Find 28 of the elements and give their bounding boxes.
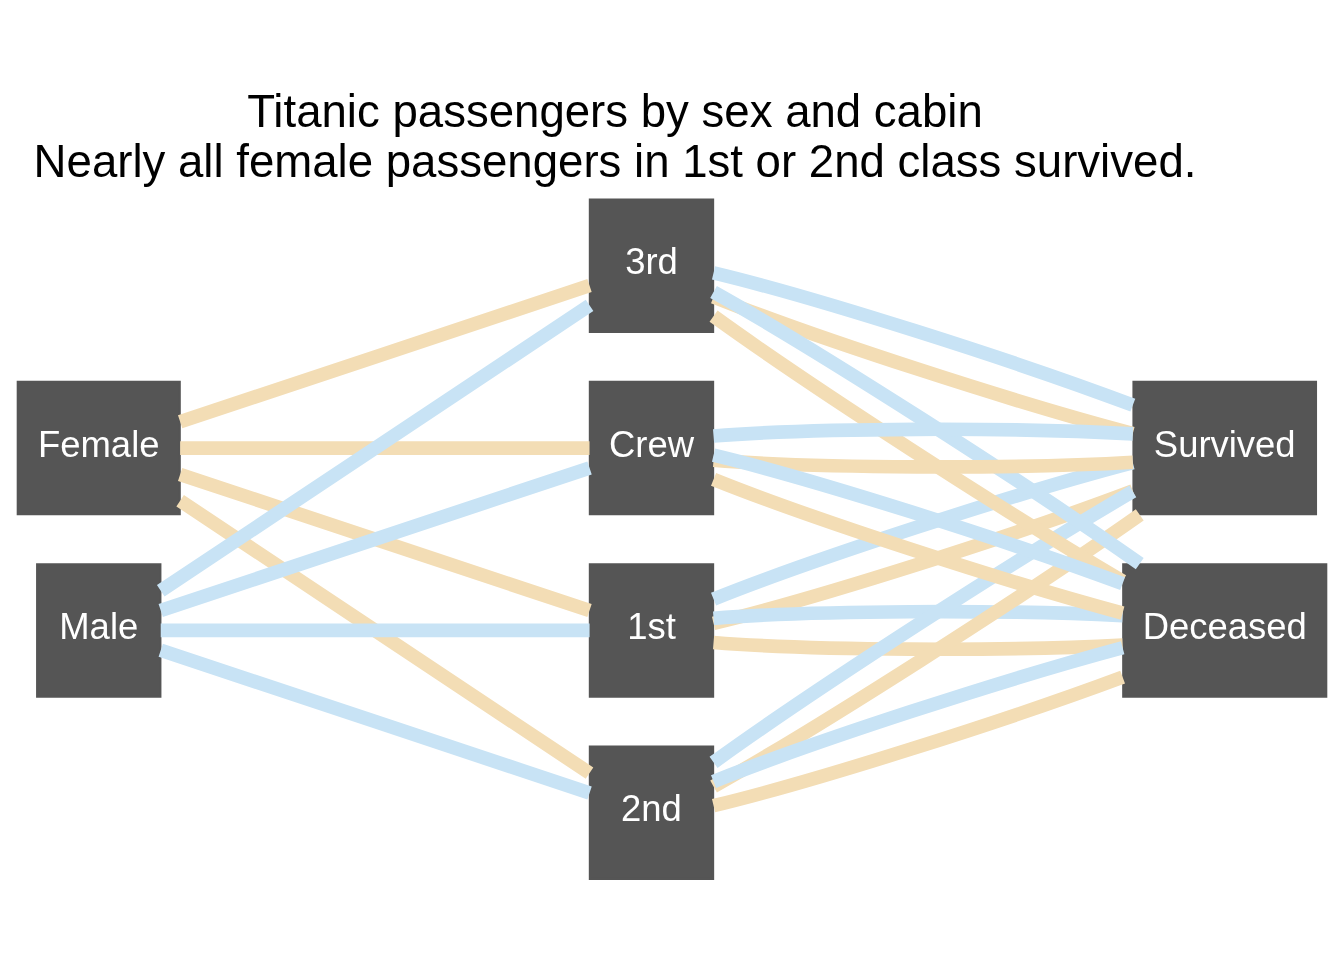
- connector: [178, 279, 592, 429]
- connector: [711, 266, 1136, 412]
- node-box: Deceased: [1122, 563, 1328, 698]
- connector: [711, 670, 1125, 813]
- connector: [713, 422, 1134, 443]
- node-box: Female: [16, 380, 181, 516]
- node-box: Survived: [1132, 380, 1318, 516]
- node-box: 2nd: [588, 745, 715, 880]
- connector: [713, 635, 1123, 657]
- connector: [709, 485, 1137, 768]
- connector: [711, 448, 1125, 591]
- connector: [713, 453, 1134, 474]
- connector: [710, 286, 1144, 570]
- connector: [711, 472, 1125, 620]
- connector: [156, 299, 594, 597]
- connector: [711, 641, 1125, 788]
- node-box: Male: [36, 563, 162, 698]
- node-box: 3rd: [588, 198, 715, 333]
- node-box: 1st: [588, 563, 715, 698]
- connector: [176, 495, 594, 779]
- diagram-title: Titanic passengers by sex and cabin: [247, 85, 983, 137]
- connector: [160, 623, 590, 638]
- node-box: Crew: [588, 380, 715, 516]
- connector: [711, 484, 1136, 630]
- connector: [710, 509, 1144, 793]
- connector: [713, 604, 1123, 626]
- connector: [158, 643, 592, 800]
- connector: [180, 441, 590, 455]
